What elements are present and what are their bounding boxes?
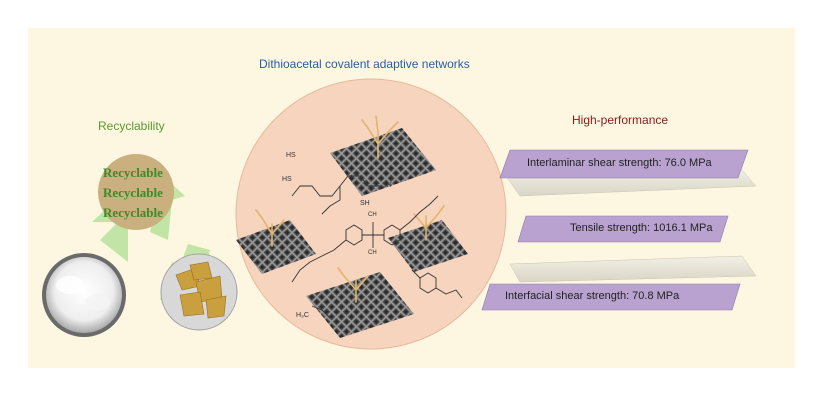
molecule-structure (291, 175, 463, 319)
hs-label-1: HS (286, 152, 296, 159)
page-title: Dithioacetal covalent adaptive networks (259, 57, 470, 71)
carbon-fabric-left (236, 220, 316, 274)
resin-dendrites (255, 115, 445, 303)
network-circle (235, 78, 507, 350)
fiber-flakes-photo (160, 253, 238, 331)
recyclable-word-3: Recyclable (103, 205, 163, 220)
hs-label-2: HS (282, 176, 292, 183)
recyclable-word-2: Recyclable (103, 185, 163, 200)
interlaminar-strength-text: Interlaminar shear strength: 76.0 MPa (527, 157, 712, 169)
high-performance-label: High-performance (572, 113, 669, 127)
banner-interlaminar (499, 149, 749, 179)
recyclable-badge (98, 154, 174, 230)
banner-tensile (517, 215, 729, 243)
carbon-fabric-right (388, 220, 468, 272)
ch3-label-a: CH (368, 212, 377, 218)
laminate-sheet-2 (509, 255, 757, 283)
carbon-fabric-top (330, 128, 436, 196)
tensile-strength-text: Tensile strength: 1016.1 MPa (570, 222, 713, 234)
banner-interfacial (481, 283, 741, 311)
h3c-label: H₃C (296, 312, 309, 319)
carbon-fabric-bottom (306, 272, 414, 338)
recyclable-word-1: Recyclable (103, 165, 163, 180)
recyclability-label: Recyclability (98, 119, 165, 133)
interfacial-strength-text: Interfacial shear strength: 70.8 MPa (505, 290, 680, 302)
sh-label-2: SH (360, 200, 370, 207)
ch3-label-b: CH (368, 250, 377, 256)
powder-photo (42, 253, 126, 337)
sh-label-1: SH (382, 182, 392, 189)
